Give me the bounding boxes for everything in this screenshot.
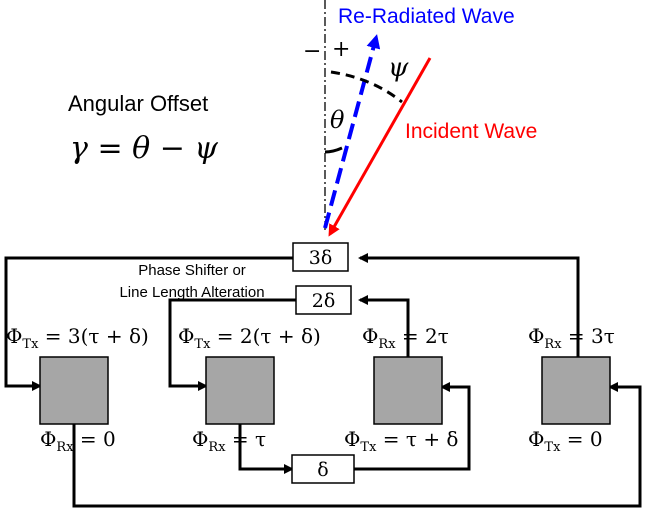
phase-label-tx-element-3: ΦTx = τ + δ — [344, 427, 458, 455]
antenna-element-2 — [205, 356, 275, 425]
minus-sign: − — [303, 39, 321, 64]
reradiated-wave-label: Re-Radiated Wave — [338, 5, 515, 28]
phase-shifter-caption-line2: Line Length Alteration — [119, 284, 264, 301]
antenna-element-4 — [541, 356, 611, 425]
phase-shifter-delta-label: δ — [317, 459, 328, 481]
phase-label-tx-element-4: ΦTx = 0 — [528, 427, 603, 455]
wire-2delta-out — [168, 298, 296, 391]
phase-label-tx-element-2: ΦTx = 2(τ + δ) — [178, 324, 321, 352]
phase-shifter-2delta — [295, 285, 352, 315]
phase-shifter-delta — [291, 454, 355, 484]
phase-label-rx-element-3: ΦRx = 2τ — [362, 324, 449, 352]
theta-symbol: θ — [330, 106, 345, 134]
wire-direct-loop — [72, 382, 642, 508]
incident-wave-arrow — [328, 57, 432, 237]
phase-label-rx-element-1: ΦRx = 0 — [40, 427, 116, 455]
wire-delta-feed — [238, 424, 294, 474]
reradiated-wave-arrow — [323, 34, 381, 229]
angular-offset-formula: γ = θ − ψ — [70, 131, 218, 166]
phase-label-rx-element-2: ΦRx = τ — [192, 427, 266, 455]
wire-delta-out — [354, 382, 471, 471]
theta-angle-arc — [324, 146, 343, 154]
psi-symbol: ψ — [388, 53, 409, 83]
phase-shifter-3delta — [292, 242, 349, 272]
incident-wave-label: Incident Wave — [405, 120, 537, 143]
phase-label-rx-element-4: ΦRx = 3τ — [528, 324, 615, 352]
antenna-element-1 — [39, 356, 109, 425]
wire-3delta-feed — [358, 253, 580, 357]
phase-shifter-2delta-label: 2δ — [312, 290, 336, 312]
antenna-element-3 — [373, 356, 443, 425]
phase-shifter-caption-line1: Phase Shifter or — [138, 262, 246, 279]
angular-offset-title: Angular Offset — [68, 91, 208, 116]
phase-label-tx-element-1: ΦTx = 3(τ + δ) — [6, 324, 149, 352]
wire-2delta-feed — [358, 295, 410, 357]
plus-sign: + — [332, 37, 350, 62]
psi-angle-arc — [330, 70, 403, 104]
phase-shifter-3delta-label: 3δ — [309, 247, 333, 269]
wire-3delta-out — [4, 256, 293, 391]
